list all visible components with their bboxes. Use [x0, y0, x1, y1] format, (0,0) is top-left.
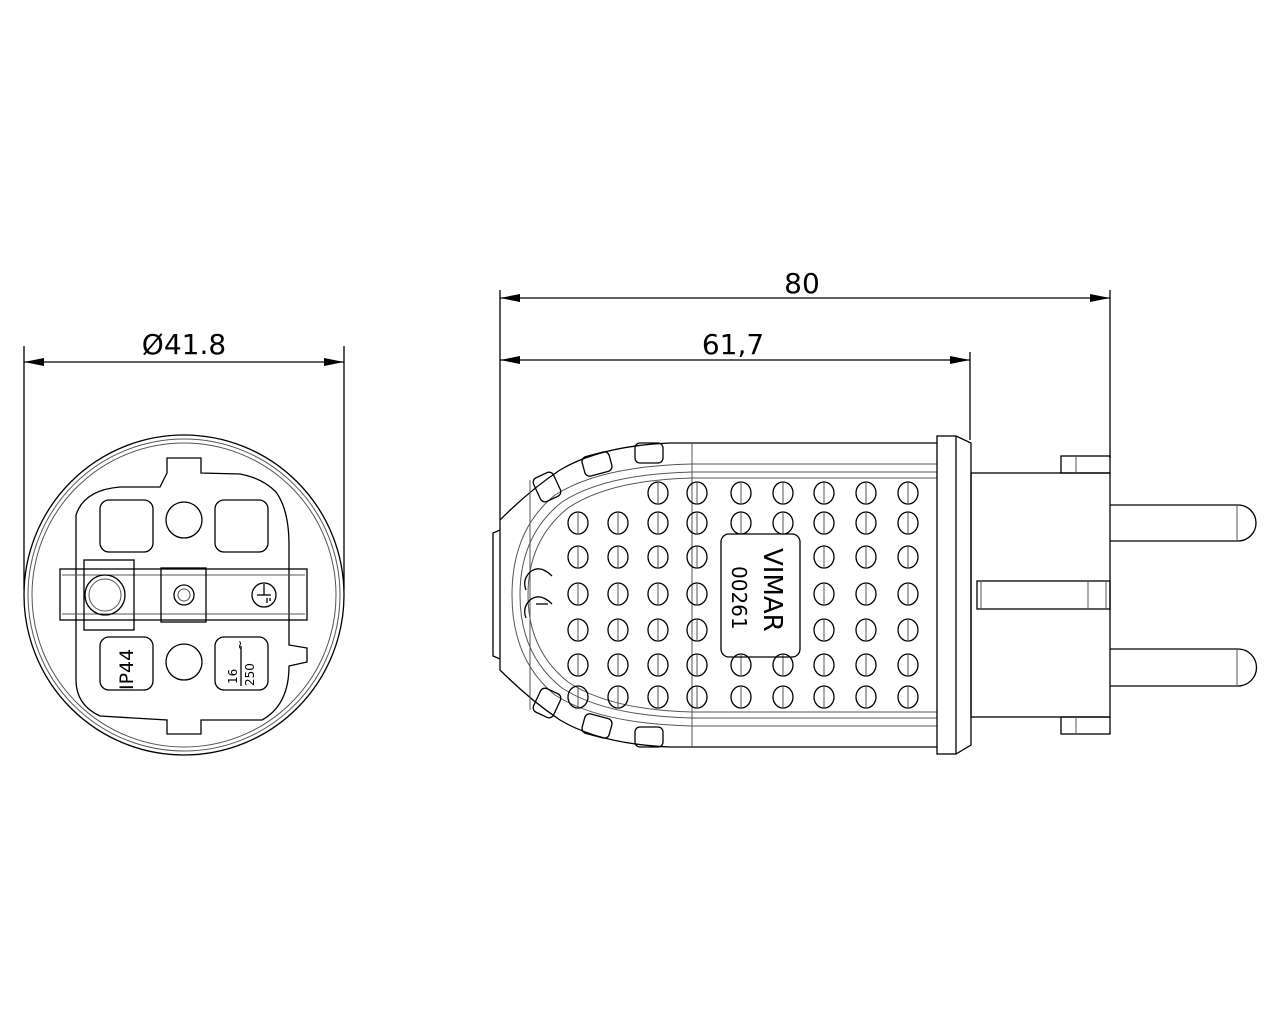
- grip-dot: [686, 481, 708, 505]
- grip-dot: [607, 685, 629, 709]
- pin-top: [1110, 504, 1257, 542]
- screw-clamp: [84, 574, 126, 616]
- grip-dot: [567, 685, 589, 709]
- grip-dot: [813, 653, 835, 677]
- grip-dot: [607, 545, 629, 569]
- grip-dot: [813, 685, 835, 709]
- grip-dot: [686, 545, 708, 569]
- socket-face-outline: [75, 457, 308, 735]
- grip-dot: [897, 653, 919, 677]
- grip-dot: [855, 618, 877, 642]
- grip-dot: [772, 685, 794, 709]
- grip-dot: [730, 685, 752, 709]
- socket-hole-round: [165, 643, 203, 681]
- grip-dot: [647, 618, 669, 642]
- total-length-label: 80: [784, 267, 820, 300]
- part-number-label: 00261: [727, 566, 751, 630]
- grip-dot: [855, 545, 877, 569]
- ip-rating-label: IP44: [116, 649, 138, 690]
- socket-hole-round: [165, 501, 203, 539]
- diameter-label: Ø41.8: [142, 328, 226, 361]
- grip-dot: [567, 653, 589, 677]
- length-dimensions: 80 61,7: [499, 267, 1111, 520]
- grip-dot: [647, 653, 669, 677]
- plug-base: [970, 455, 1111, 735]
- grip-bumps: [532, 442, 664, 748]
- ce-mark-icon: [524, 568, 553, 619]
- grip-dot: [567, 618, 589, 642]
- grip-dot: [686, 582, 708, 606]
- grip-dot: [855, 653, 877, 677]
- grip-dot: [647, 545, 669, 569]
- current-rating-label: 16: [226, 669, 240, 684]
- grip-dot: [686, 618, 708, 642]
- socket-hole: [214, 499, 269, 553]
- grip-dot: [897, 582, 919, 606]
- grip-dot: [772, 481, 794, 505]
- grip-dot: [686, 685, 708, 709]
- grip-dot: [567, 582, 589, 606]
- grip-dot: [813, 618, 835, 642]
- grip-dot: [647, 481, 669, 505]
- grip-dot: [813, 511, 835, 535]
- grip-dot: [607, 653, 629, 677]
- grip-dot: [813, 582, 835, 606]
- grip-dot: [855, 685, 877, 709]
- grip-dot: [730, 653, 752, 677]
- grip-dot: [813, 545, 835, 569]
- grip-dot-grid: [567, 481, 919, 709]
- earth-symbol-icon: [251, 582, 277, 608]
- grip-dot: [772, 653, 794, 677]
- earth-clip: [976, 580, 1111, 610]
- grip-dot: [686, 653, 708, 677]
- grip-dot: [897, 481, 919, 505]
- rating-box: [99, 636, 154, 691]
- grip-dot: [567, 545, 589, 569]
- earth-contact-bar: [59, 559, 308, 631]
- grip-dot: [855, 511, 877, 535]
- grip-dot: [897, 618, 919, 642]
- voltage-rating-label: 250: [243, 663, 257, 686]
- grip-dot: [730, 481, 752, 505]
- side-view: 80 61,7 VIMAR 00261: [492, 267, 1258, 755]
- grip-dot: [647, 511, 669, 535]
- grip-dot: [813, 481, 835, 505]
- grip-dot: [897, 685, 919, 709]
- grip-dot: [647, 582, 669, 606]
- grip-dot: [647, 685, 669, 709]
- rivet: [173, 584, 195, 606]
- electrical-rating-box: [214, 636, 269, 691]
- grip-dot: [607, 511, 629, 535]
- ac-symbol: ~: [233, 640, 247, 650]
- grip-dot: [855, 582, 877, 606]
- socket-hole: [99, 499, 154, 553]
- flange: [936, 435, 972, 755]
- body-length-label: 61,7: [702, 328, 764, 361]
- brand-label: VIMAR: [757, 548, 787, 632]
- grip-dot: [567, 511, 589, 535]
- outer-rim: [23, 434, 345, 756]
- front-view: Ø41.8 IP44: [23, 328, 345, 756]
- grip-dot: [897, 545, 919, 569]
- grip-dot: [855, 481, 877, 505]
- grip-dot: [686, 511, 708, 535]
- grip-dot: [897, 511, 919, 535]
- label-plate: [720, 533, 801, 658]
- pin-bottom: [1110, 648, 1258, 687]
- grip-dot: [607, 618, 629, 642]
- grip-dot: [607, 582, 629, 606]
- diameter-dimension: Ø41.8: [23, 328, 345, 590]
